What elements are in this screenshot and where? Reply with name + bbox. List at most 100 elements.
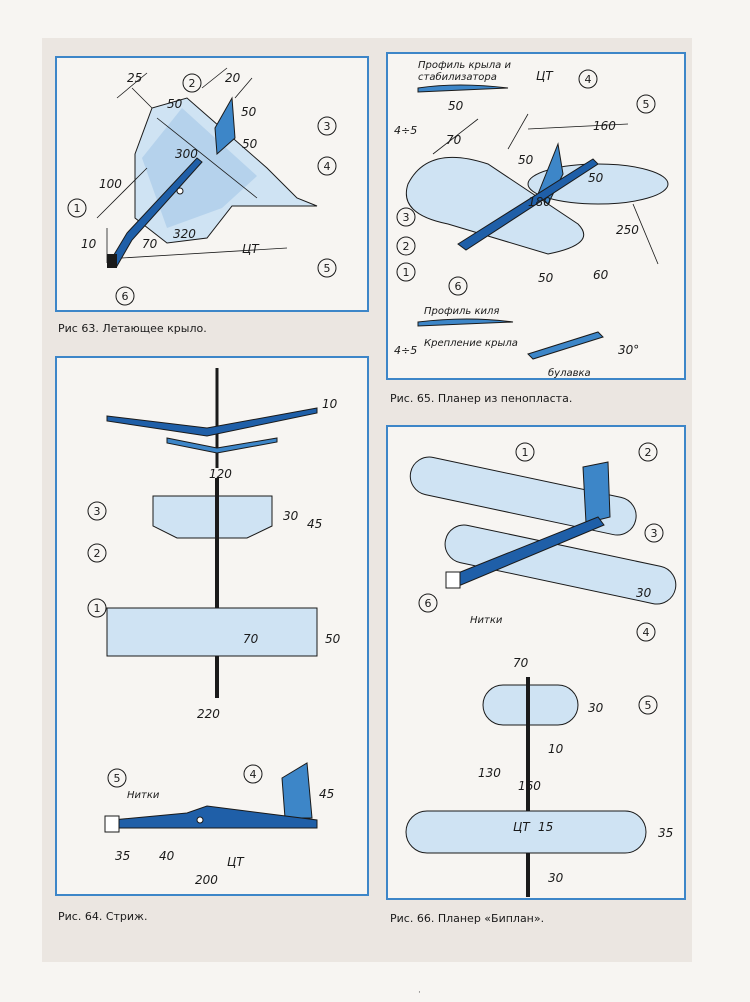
ct-label: ЦТ xyxy=(242,242,260,256)
dim-35: 35 xyxy=(658,826,673,840)
dim-100: 100 xyxy=(99,177,122,191)
side-fin xyxy=(281,762,313,819)
dim-30a: 30 xyxy=(636,586,652,600)
keel-fin xyxy=(537,142,564,205)
dim-160: 160 xyxy=(518,779,541,793)
callout-2: 2 xyxy=(189,77,196,90)
figure-66-biplane-glider: Нитки 30 1 2 3 6 4 5 70 30 10 130 160 ЦТ… xyxy=(386,425,686,900)
fuselage xyxy=(457,158,599,251)
nose-weight xyxy=(107,254,117,268)
dim-50b: 50 xyxy=(241,105,257,119)
profile-wing-l1: Профиль крыла и xyxy=(418,60,511,71)
wing-shade xyxy=(142,108,257,228)
callout-1: 1 xyxy=(522,446,529,459)
callout-3: 3 xyxy=(94,505,101,518)
callout-6: 6 xyxy=(122,290,129,303)
dim-160: 160 xyxy=(593,119,616,133)
caption-fig64: Рис. 64. Стриж. xyxy=(58,910,148,923)
caption-fig63: Рис 63. Летающее крыло. xyxy=(58,322,207,335)
callout-1: 1 xyxy=(74,202,81,215)
callout-6: 6 xyxy=(425,597,432,610)
dim-35: 35 xyxy=(115,849,130,863)
ct-label-top: ЦТ xyxy=(536,69,554,83)
top-stab xyxy=(166,437,278,454)
callout-2: 2 xyxy=(94,547,101,560)
ct-mark xyxy=(176,187,184,195)
nose xyxy=(104,815,120,833)
dim-250: 250 xyxy=(616,223,639,237)
lower-wing xyxy=(444,524,677,605)
angle-30: 30° xyxy=(618,343,639,357)
dim-50a: 50 xyxy=(448,99,464,113)
dim-50d: 50 xyxy=(538,271,554,285)
dim-4-5b: 4÷5 xyxy=(394,344,417,357)
profile-wing-l2: стабилизатора xyxy=(418,71,497,83)
dim-40: 40 xyxy=(159,849,175,863)
dim-50b: 50 xyxy=(518,153,534,167)
caption-fig65: Рис. 65. Планер из пенопласта. xyxy=(390,392,573,405)
dim-45b: 45 xyxy=(319,787,334,801)
dim-300: 300 xyxy=(175,147,198,161)
fin xyxy=(582,461,611,524)
dim-70: 70 xyxy=(243,632,259,646)
plan-stab xyxy=(482,684,579,726)
callout-4: 4 xyxy=(643,626,650,639)
dim-120: 120 xyxy=(209,467,232,481)
fin-shape xyxy=(214,96,236,156)
dim-60: 60 xyxy=(593,268,609,282)
callout-5: 5 xyxy=(324,262,331,275)
mount-part xyxy=(527,331,604,360)
stab-plan xyxy=(152,495,273,539)
callout-6: 6 xyxy=(455,280,462,293)
callout-2: 2 xyxy=(403,240,410,253)
callout-5: 5 xyxy=(114,772,121,785)
main-wing xyxy=(406,156,585,255)
dim-50c: 50 xyxy=(588,171,604,185)
wing-plan xyxy=(106,607,318,657)
dim-30b: 30 xyxy=(588,701,604,715)
threads-label: Нитки xyxy=(127,790,160,801)
callout-5: 5 xyxy=(645,699,652,712)
callout-2: 2 xyxy=(645,446,652,459)
dim-50: 50 xyxy=(325,632,341,646)
dim-4-5a: 4÷5 xyxy=(394,124,417,137)
dim-180: 180 xyxy=(528,195,551,209)
wing-mount: Крепление крыла xyxy=(424,338,518,349)
callout-3: 3 xyxy=(324,120,331,133)
dim-25: 25 xyxy=(127,71,142,85)
nose xyxy=(445,571,461,589)
dim-50c: 50 xyxy=(242,137,258,151)
dim-220: 220 xyxy=(197,707,220,721)
dim-10: 10 xyxy=(548,742,564,756)
dim-50a: 50 xyxy=(167,97,183,111)
plan-wing xyxy=(405,810,647,854)
caption-fig66: Рис. 66. Планер «Биплан». xyxy=(390,912,545,925)
dim-70: 70 xyxy=(142,237,158,251)
dim-10: 10 xyxy=(322,397,338,411)
ct-mark xyxy=(196,816,204,824)
dim-30: 30 xyxy=(283,509,299,523)
profile-keel: Профиль киля xyxy=(424,306,499,317)
keel-profile xyxy=(417,318,514,327)
dim-15: 15 xyxy=(538,820,553,834)
dim-10: 10 xyxy=(81,237,97,251)
threads-label: Нитки xyxy=(470,615,503,626)
figure-63-flying-wing: 25 50 20 50 50 300 100 10 70 320 ЦТ 2 3 … xyxy=(55,56,369,312)
callout-1: 1 xyxy=(403,266,410,279)
ct-label: ЦТ xyxy=(227,855,245,869)
page-marker: · xyxy=(418,988,421,998)
callout-3: 3 xyxy=(403,211,410,224)
dim-20: 20 xyxy=(225,71,241,85)
upper-wing xyxy=(409,456,637,536)
ct-label: ЦТ xyxy=(513,820,531,834)
callout-1: 1 xyxy=(94,602,101,615)
callout-4: 4 xyxy=(250,768,257,781)
dim-70: 70 xyxy=(446,133,462,147)
pin-label: булавка xyxy=(548,367,591,379)
dim-130: 130 xyxy=(478,766,501,780)
dim-30c: 30 xyxy=(548,871,564,885)
figure-65-foam-glider: Профиль крыла и стабилизатора ЦТ 50 4÷5 … xyxy=(386,52,686,380)
callout-5: 5 xyxy=(643,98,650,111)
top-wing xyxy=(106,407,318,437)
callout-4: 4 xyxy=(585,73,592,86)
